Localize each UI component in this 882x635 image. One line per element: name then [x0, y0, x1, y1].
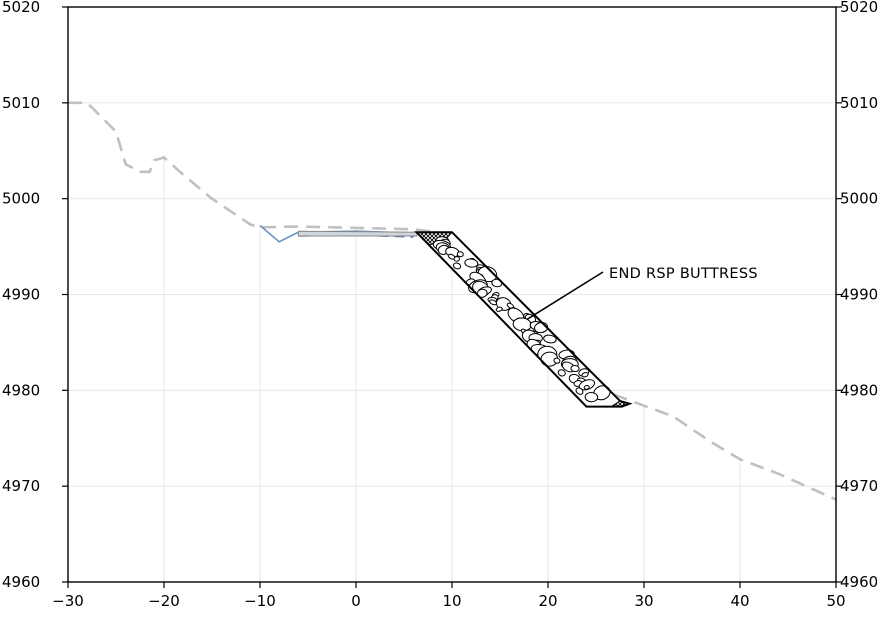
- riprap-rocks: [432, 236, 611, 403]
- riprap-rock: [584, 391, 599, 403]
- riprap-buttress: [414, 231, 633, 408]
- x-tick-label: 0: [351, 592, 361, 610]
- riprap-rock: [453, 256, 460, 262]
- tick-labels: 4960 4960 4970 4970 4980 4980 4990 4990 5000 5000…: [2, 0, 878, 610]
- riprap-rock: [452, 262, 462, 270]
- buttress-label: END RSP BUTTRESS: [609, 266, 758, 282]
- x-tick-label: −20: [148, 592, 180, 610]
- x-tick-label: 20: [538, 592, 557, 610]
- x-tick-label: 50: [826, 592, 845, 610]
- buttress-outline: [414, 231, 633, 408]
- riprap-rock: [464, 258, 479, 268]
- y-tick-label-right: 5010: [840, 94, 878, 112]
- riprap-rock: [575, 387, 584, 395]
- y-tick-label-left: 4970: [2, 477, 40, 495]
- riprap-rock: [495, 306, 503, 312]
- gridlines: [68, 102, 836, 582]
- y-tick-label-right: 4980: [840, 381, 878, 399]
- annotations: END RSP BUTTRESS: [526, 266, 758, 321]
- x-tick-label: 10: [442, 592, 461, 610]
- y-tick-label-right: 4960: [840, 573, 878, 591]
- y-tick-label-right: 4970: [840, 477, 878, 495]
- y-tick-label-right: 5020: [840, 0, 878, 16]
- y-tick-label-left: 4980: [2, 381, 40, 399]
- leader-line: [526, 271, 604, 321]
- plot-area: [68, 101, 836, 501]
- bench-fill: [297, 230, 420, 237]
- axis-ticks: [62, 6, 842, 588]
- riprap-rock: [583, 385, 590, 390]
- riprap-rock: [456, 251, 464, 258]
- x-tick-label: 30: [634, 592, 653, 610]
- x-tick-label: −10: [244, 592, 276, 610]
- riprap-rock: [543, 334, 557, 344]
- y-tick-label-left: 5020: [2, 0, 40, 16]
- y-tick-label-right: 5000: [840, 190, 878, 208]
- y-tick-label-left: 4960: [2, 573, 40, 591]
- y-tick-label-left: 5000: [2, 190, 40, 208]
- riprap-rock: [553, 357, 561, 364]
- riprap-rock: [581, 372, 589, 378]
- x-tick-label: 40: [730, 592, 749, 610]
- y-tick-label-right: 4990: [840, 286, 878, 304]
- y-tick-label-left: 5010: [2, 94, 40, 112]
- riprap-rock: [570, 364, 580, 373]
- y-tick-label-left: 4990: [2, 286, 40, 304]
- x-tick-label: −30: [52, 592, 84, 610]
- riprap-rock: [557, 369, 566, 377]
